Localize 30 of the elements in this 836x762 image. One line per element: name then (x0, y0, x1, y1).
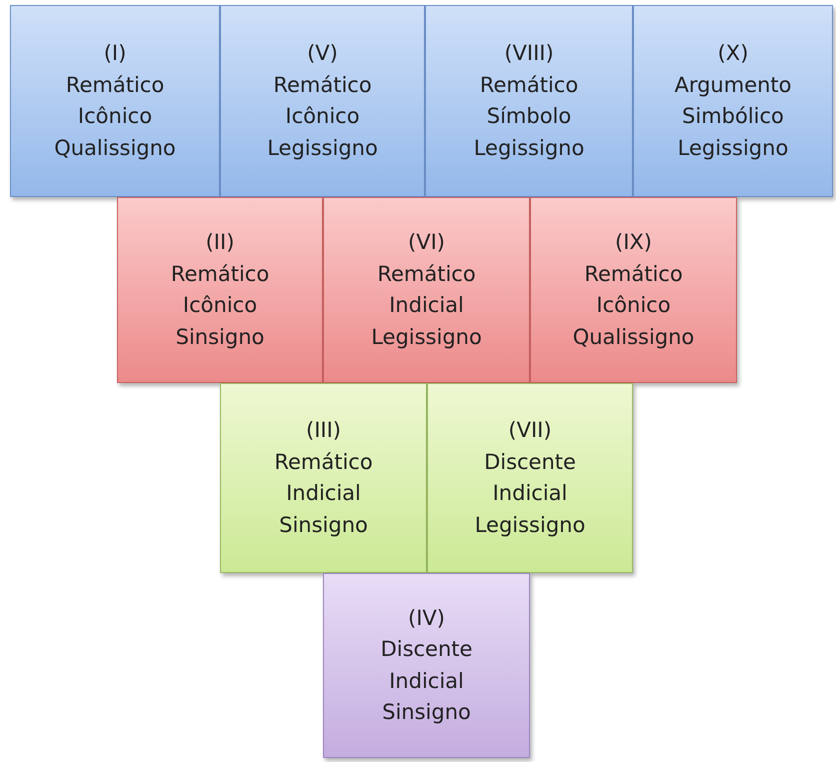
roman-numeral: (I) (104, 40, 126, 67)
roman-numeral: (IX) (615, 229, 652, 256)
category-box (427, 383, 633, 573)
category-box (220, 383, 427, 573)
category-box (117, 197, 323, 383)
sign-class-text: Remático Icônico Qualissigno (54, 72, 176, 162)
roman-numeral: (II) (206, 229, 234, 256)
sign-class-text: Remático Icônico Qualissigno (572, 260, 694, 350)
sign-class-text: Argumento Simbólico Legissigno (674, 72, 792, 162)
roman-numeral: (IV) (408, 604, 445, 632)
category-box (530, 197, 737, 383)
category-box (220, 5, 425, 197)
category-box (633, 5, 833, 197)
category-box (323, 573, 530, 758)
category-box (323, 197, 530, 383)
category-box (425, 5, 633, 197)
roman-numeral: (V) (307, 40, 338, 67)
roman-numeral: (VI) (408, 229, 445, 256)
roman-numeral: (III) (306, 417, 341, 444)
sign-class-text: Discente Indicial Sinsigno (380, 636, 472, 726)
roman-numeral: (VIII) (504, 40, 554, 67)
roman-numeral: (X) (718, 40, 748, 67)
roman-numeral: (VII) (508, 417, 552, 444)
sign-class-text: Remático Icônico Sinsigno (170, 260, 270, 350)
sign-class-text: Remático Símbolo Legissigno (474, 72, 584, 162)
category-box (10, 5, 220, 197)
sign-class-text: Discente Indicial Legissigno (474, 448, 586, 538)
sign-class-text: Remático Indicial Sinsigno (274, 448, 373, 538)
sign-class-text: Remático Icônico Legissigno (267, 72, 378, 162)
sign-class-text: Remático Indicial Legissigno (371, 260, 482, 350)
